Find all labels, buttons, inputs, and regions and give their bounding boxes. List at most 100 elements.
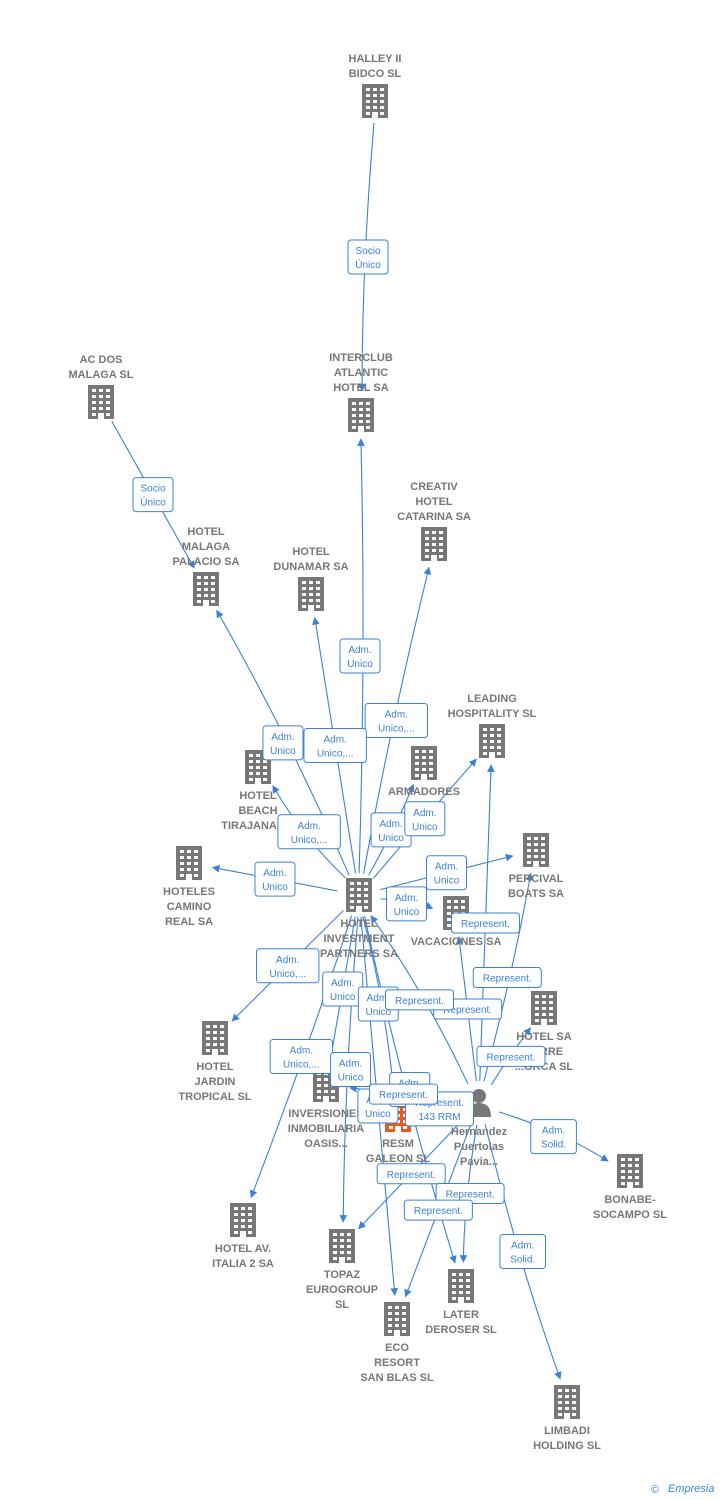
- node-label: HOTEL: [340, 918, 378, 930]
- edge-label-text: Adm.: [297, 821, 320, 832]
- node-label: HOTEL: [239, 790, 277, 802]
- edge-label[interactable]: Adm.Unico: [404, 801, 446, 837]
- edge-label[interactable]: Adm.Solid.: [499, 1234, 547, 1270]
- edge-label[interactable]: Adm. Unico: [426, 855, 468, 891]
- building-icon: [554, 1385, 580, 1419]
- copyright-symbol: ©: [651, 1484, 659, 1496]
- node-label: TROPICAL SL: [178, 1091, 251, 1103]
- edge-label[interactable]: Adm.Unico: [386, 886, 428, 922]
- edge-label-text: Unico: [412, 822, 438, 833]
- node-label: LIMBADI: [544, 1425, 590, 1437]
- building-icon: [202, 1021, 228, 1055]
- edge-label[interactable]: Adm.Unico: [370, 812, 412, 848]
- edge-label-text: Adm.: [435, 862, 458, 873]
- edge-label[interactable]: Represent.: [450, 912, 520, 934]
- edge-label[interactable]: Represent.: [435, 1183, 505, 1205]
- node-label: LEADING: [467, 693, 517, 705]
- edge-label[interactable]: Represent.: [403, 1199, 473, 1221]
- node-label: HALLEY II: [349, 53, 402, 65]
- edge-label[interactable]: Adm.Unico,...: [269, 1039, 334, 1075]
- node-label: SAN BLAS SL: [360, 1372, 434, 1384]
- edge-label-text: Represent.: [387, 1170, 436, 1181]
- edge-label[interactable]: Adm. Unico: [262, 725, 304, 761]
- building-icon: [298, 577, 324, 611]
- node-bonabe[interactable]: BONABE-SOCAMPO SL: [593, 1154, 667, 1221]
- edge-label-text: Adm.: [290, 1046, 313, 1057]
- edge-label-text: Unico: [434, 876, 460, 887]
- edge-label[interactable]: Represent.: [384, 989, 454, 1011]
- edge-label-text: Unico: [394, 907, 420, 918]
- edge-label-text: Unico: [262, 882, 288, 893]
- edge-label[interactable]: Adm.Solid.: [530, 1119, 577, 1155]
- node-later[interactable]: LATER DEROSER SL: [425, 1269, 497, 1336]
- node-label: HOTEL SA: [516, 1031, 571, 1043]
- node-label: ITALIA 2 SA: [212, 1258, 274, 1270]
- node-label: TIRAJANA SA: [221, 820, 295, 832]
- edge-label[interactable]: Adm.Unico,...: [364, 702, 428, 738]
- edge-label[interactable]: Adm. Unico,...: [303, 727, 367, 763]
- node-label: INTERCLUB: [329, 352, 393, 364]
- edge-label[interactable]: Adm. Unico,...: [277, 814, 341, 850]
- edge-label-text: Represent.: [415, 1098, 464, 1109]
- building-icon: [230, 1203, 256, 1237]
- node-label: REAL SA: [165, 916, 213, 928]
- edge-label[interactable]: Represent.: [476, 1045, 546, 1067]
- node-label: TOPAZ: [324, 1269, 361, 1281]
- node-label: HOLDING SL: [533, 1440, 601, 1452]
- node-label: BOATS SA: [508, 888, 564, 900]
- footer-brand[interactable]: © Empresia: [651, 1483, 714, 1496]
- edge-label[interactable]: Represent.: [368, 1083, 438, 1105]
- node-label: DEROSER SL: [425, 1324, 497, 1336]
- node-leading[interactable]: LEADING HOSPITALITY SL: [448, 693, 537, 758]
- edge-label[interactable]: Adm. Unico: [254, 861, 296, 897]
- edge-label-text: Único: [355, 258, 381, 271]
- edge-label-text: Adm.: [271, 732, 294, 743]
- edge-label[interactable]: Adm.Unico: [330, 1052, 372, 1088]
- edge-label[interactable]: Adm.Unico,...: [256, 948, 320, 984]
- edge-label[interactable]: Adm.Unico: [339, 638, 381, 674]
- node-limbadi[interactable]: LIMBADI HOLDING SL: [533, 1385, 601, 1452]
- edge-label[interactable]: Adm.Unico: [322, 971, 364, 1007]
- node-label: DUNAMAR SA: [273, 561, 348, 573]
- edge-label-text: Unico,...: [317, 748, 354, 759]
- node-hernandez[interactable]: HernandezPuertolasPavia...: [451, 1089, 508, 1168]
- building-icon: [531, 991, 557, 1025]
- building-icon: [88, 385, 114, 419]
- edge-label-text: Adm.: [542, 1126, 565, 1137]
- node-label: Puertolas: [454, 1141, 504, 1153]
- building-icon: [193, 572, 219, 606]
- node-halley[interactable]: HALLEY II BIDCO SL: [349, 53, 402, 118]
- brand-name[interactable]: Empresia: [668, 1483, 714, 1495]
- node-label: RESORT: [374, 1357, 420, 1369]
- edge-label-text: Adm.: [323, 734, 346, 745]
- edge-label[interactable]: Represent.: [376, 1163, 446, 1185]
- node-label: Hernandez: [451, 1126, 508, 1138]
- node-italia[interactable]: HOTEL AV.ITALIA 2 SA: [212, 1203, 274, 1270]
- node-label: BIDCO SL: [349, 68, 402, 80]
- edge-label-text: Unico,...: [269, 969, 306, 980]
- edge-label-text: Unico: [270, 746, 296, 757]
- node-percival[interactable]: PERCIVAL BOATS SA: [508, 833, 564, 900]
- node-label: Pavia...: [460, 1156, 498, 1168]
- edge-label-text: Adm.: [263, 868, 286, 879]
- node-label: LATER: [443, 1309, 479, 1321]
- edge-label-text: 143 RRM: [418, 1112, 460, 1123]
- edge-label-text: Unico,...: [291, 835, 328, 846]
- node-label: PERCIVAL: [509, 873, 564, 885]
- node-label: HOSPITALITY SL: [448, 708, 537, 720]
- edge-label[interactable]: Represent.: [472, 966, 542, 988]
- node-label: JARDIN: [195, 1076, 236, 1088]
